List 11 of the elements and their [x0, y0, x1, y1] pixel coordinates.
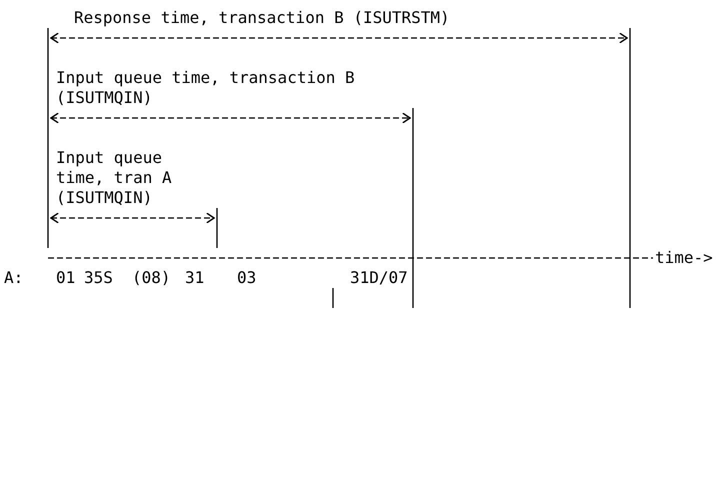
timeline-value: 31D/07 [350, 268, 408, 288]
timeline-value: (08) [132, 268, 171, 288]
dimension-label: Input queue time, transaction B (ISUTMQIN) [56, 68, 356, 108]
timeline-value: 01 [56, 268, 76, 288]
axis-label: time-> [655, 248, 713, 268]
timeline-value: 31 [185, 268, 204, 288]
timeline-value: 35S [84, 268, 113, 288]
dimension-label: Input queue time, tran A (ISUTMQIN) [56, 148, 173, 208]
timeline-value: 03 [237, 268, 256, 288]
dimension-label: Response time, transaction B (ISUTRSTM) [74, 8, 450, 28]
row-label: A: [4, 268, 24, 288]
